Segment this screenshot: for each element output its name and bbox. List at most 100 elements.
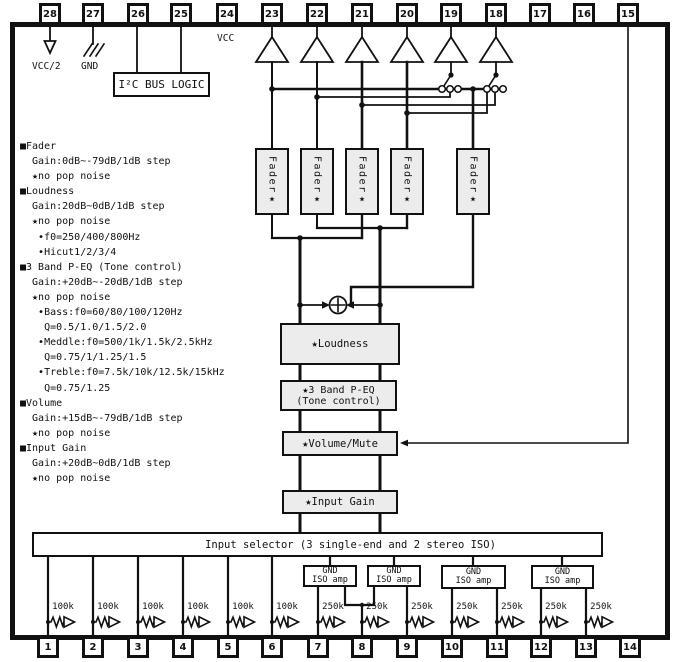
peq-label-line1: ★3 Band P-EQ — [302, 384, 375, 396]
resistor-icon — [92, 614, 111, 630]
resistor-icon — [227, 614, 246, 630]
junction-dot — [46, 620, 50, 624]
bottom-pin-5: 5 — [217, 636, 239, 658]
vcc-half-arrow-icon — [43, 25, 57, 56]
top-pin-20: 20 — [396, 3, 418, 25]
resistor-icon — [406, 614, 425, 630]
buffer-amp-icon — [243, 615, 257, 629]
resistor-icon — [182, 614, 201, 630]
buffer-amp-icon — [287, 615, 301, 629]
junction-dot — [136, 620, 140, 624]
bottom-pin-14: 14 — [619, 636, 641, 658]
top-pin-28: 28 — [39, 3, 61, 25]
spec-line-2: Gain:0dB~-79dB/1dB step — [20, 156, 171, 168]
peq-label-line2: (Tone control) — [296, 395, 381, 407]
gnd-iso-amp-label-line1: GND — [465, 566, 482, 577]
spec-line-20: ★no pop noise — [20, 427, 111, 439]
resistor-label-4: 100k — [187, 602, 209, 612]
resistor-label-3: 100k — [142, 602, 164, 612]
fader-label: Fader★ — [467, 156, 479, 207]
spec-line-1: ■Fader — [20, 141, 57, 152]
fader-label: Fader★ — [266, 156, 278, 207]
input-selector-label: Input selector (3 single-end and 2 stere… — [205, 538, 496, 551]
resistor-icon — [496, 614, 515, 630]
spec-line-14: •Meddle:f0=500/1k/1.5k/2.5kHz — [20, 337, 213, 349]
fader-label: Fader★ — [356, 156, 368, 207]
input-selector-block: Input selector (3 single-end and 2 stere… — [32, 532, 603, 557]
spec-line-4: ■Loudness — [20, 186, 75, 198]
junction-dot — [360, 620, 364, 624]
spec-line-9: ■3 Band P-EQ (Tone control) — [20, 261, 183, 273]
top-pin-24: 24 — [216, 3, 238, 25]
gnd-symbol-icon — [82, 25, 106, 58]
bottom-pin-13: 13 — [575, 636, 597, 658]
input-resistor-icons — [46, 614, 615, 630]
mute-control-wire — [400, 26, 629, 447]
output-buffer-amp-icons — [254, 25, 514, 63]
bottom-pin-3: 3 — [127, 636, 149, 658]
spec-line-21: ■Input Gain — [20, 442, 87, 454]
buffer-amp-icon — [333, 615, 347, 629]
bottom-pin-6: 6 — [261, 636, 283, 658]
bottom-pin-2: 2 — [82, 636, 104, 658]
fader-label: Fader★ — [401, 156, 413, 207]
gnd-iso-amp-label-line2: ISO amp — [312, 575, 348, 585]
resistor-icon — [137, 614, 156, 630]
junction-dot — [91, 620, 95, 624]
resistor-icon — [47, 614, 66, 630]
spec-line-8: •Hicut1/2/3/4 — [20, 246, 117, 258]
spec-line-10: Gain:+20dB~-20dB/1dB step — [20, 276, 183, 288]
fader-output-wires — [270, 213, 475, 306]
top-pin-21: 21 — [351, 3, 373, 25]
resistor-label-1: 100k — [52, 602, 74, 612]
spec-line-3: ★no pop noise — [20, 171, 111, 183]
spec-line-22: Gain:+20dB~0dB/1dB step — [20, 457, 171, 469]
junction-dot — [584, 620, 588, 624]
resistor-icon — [540, 614, 559, 630]
gnd-iso-amp-label-line1: GND — [322, 565, 338, 576]
buffer-amp-icon — [512, 615, 526, 629]
bottom-pin-4: 4 — [172, 636, 194, 658]
top-pin-19: 19 — [440, 3, 462, 25]
fader-label: Fader★ — [311, 156, 323, 207]
top-pin-17: 17 — [529, 3, 551, 25]
resistor-icon — [271, 614, 290, 630]
spec-line-12: •Bass:f0=60/80/100/120Hz — [20, 307, 183, 319]
buffer-amp-icon — [63, 615, 77, 629]
fader-block-1: Fader★ — [255, 148, 289, 215]
loudness-label: ★Loudness — [311, 338, 369, 350]
buffer-amp-icon — [153, 615, 167, 629]
top-pin-26: 26 — [127, 3, 149, 25]
spec-line-16: •Treble:f0=7.5k/10k/12.5k/15kHz — [20, 367, 225, 379]
buffer-amp-icon — [601, 615, 615, 629]
gnd-iso-amp-label-line2: ISO amp — [376, 575, 412, 585]
buffer-amp-icon — [377, 615, 391, 629]
bottom-pin-1: 1 — [37, 636, 59, 658]
top-pin-22: 22 — [306, 3, 328, 25]
i2c-bus-logic-block: I²C BUS LOGIC — [113, 72, 210, 97]
spec-line-6: ★no pop noise — [20, 216, 111, 228]
gnd-label: GND — [81, 61, 99, 72]
resistor-label-2: 100k — [97, 602, 119, 612]
top-pin-25: 25 — [170, 3, 192, 25]
spec-line-18: ■Volume — [20, 397, 63, 409]
resistor-label-12: 250k — [545, 602, 567, 612]
spec-line-15: Q=0.75/1/1.25/1.5 — [20, 352, 147, 364]
top-pin-16: 16 — [573, 3, 595, 25]
resistor-label-13: 250k — [590, 602, 612, 612]
input-gain-block: ★Input Gain — [282, 490, 398, 514]
resistor-label-11: 250k — [501, 602, 523, 612]
input-gain-label: ★Input Gain — [305, 496, 375, 508]
resistor-icon — [451, 614, 470, 630]
bottom-pin-9: 9 — [396, 636, 418, 658]
gnd-iso-amp-label-line2: ISO amp — [544, 576, 581, 586]
fader-block-5: Fader★ — [456, 148, 490, 215]
sum-node-icon — [297, 225, 383, 315]
junction-dot — [270, 620, 274, 624]
resistor-icon — [361, 614, 380, 630]
switch-contact-icons — [437, 84, 508, 94]
spec-line-7: •f0=250/400/800Hz — [20, 231, 141, 243]
